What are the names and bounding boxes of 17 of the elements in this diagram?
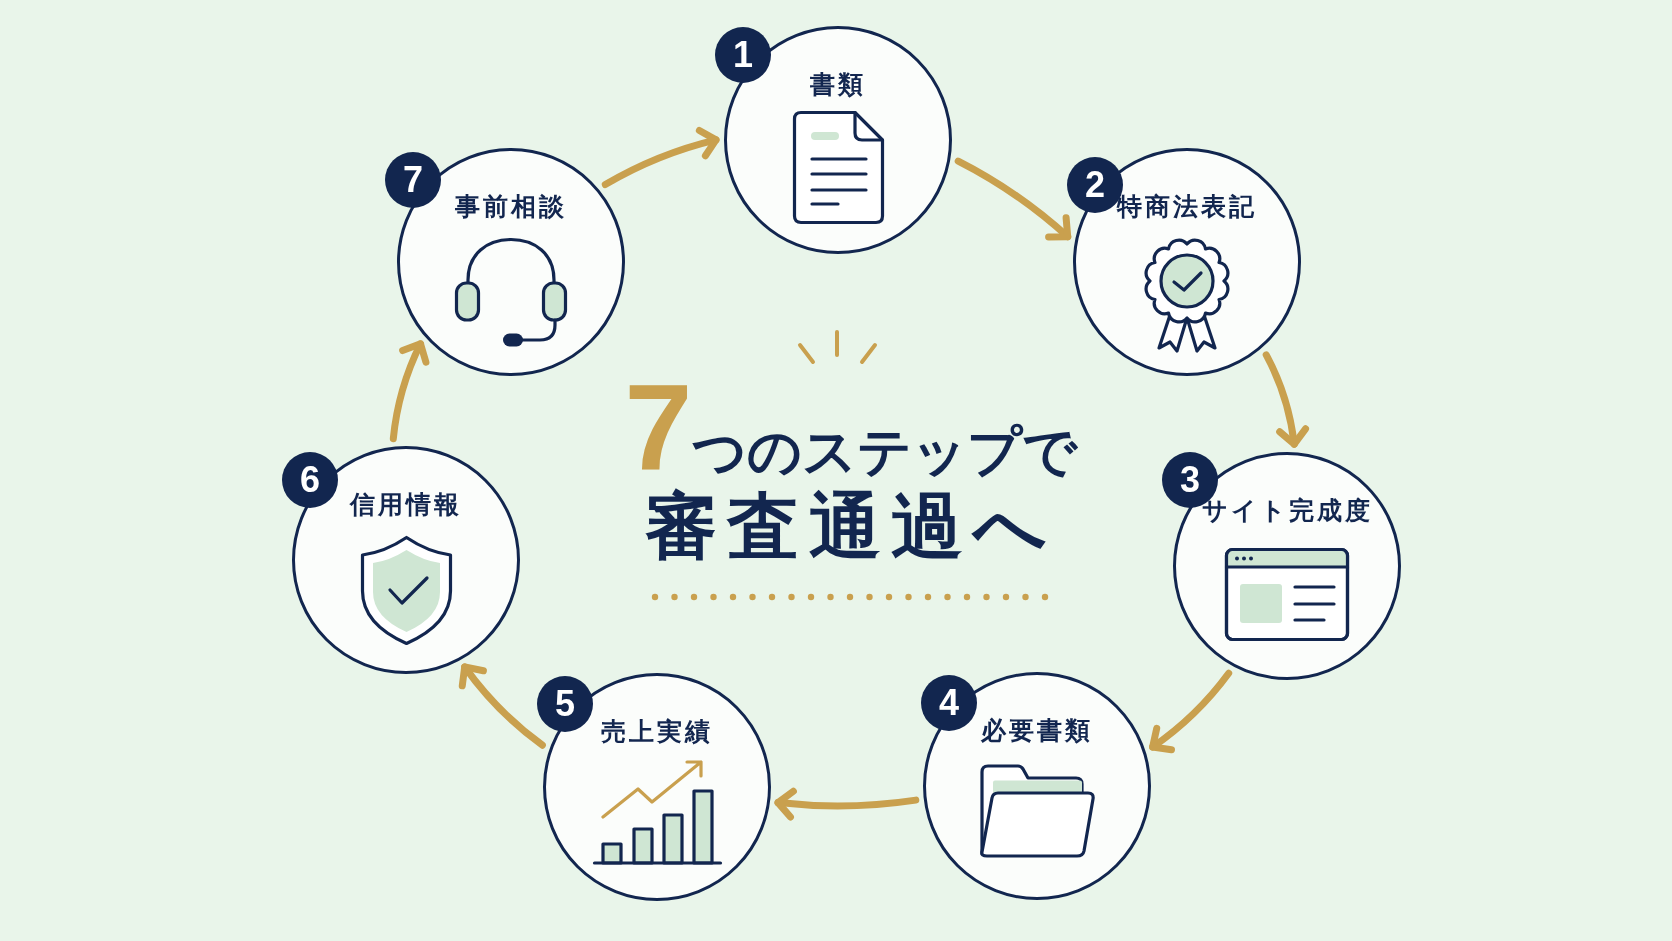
arrow	[1149, 669, 1233, 753]
arrow	[774, 787, 920, 821]
step-label: 売上実績	[601, 717, 713, 747]
number-badge: 6	[282, 452, 338, 508]
number-badge: 7	[385, 152, 441, 208]
number-badge: 5	[537, 676, 593, 732]
arrow	[1262, 351, 1309, 448]
arrow	[601, 127, 720, 189]
number-badge: 1	[715, 27, 771, 83]
step-label: 書類	[810, 70, 866, 100]
step-label: 必要書類	[981, 716, 1093, 746]
arrow	[954, 157, 1072, 241]
step-label: 事前相談	[455, 192, 567, 222]
title: 7つのステップで審査通過へ	[623, 379, 1079, 570]
step-label: 信用情報	[350, 490, 462, 520]
arrow	[389, 340, 430, 443]
arrow	[459, 663, 546, 749]
